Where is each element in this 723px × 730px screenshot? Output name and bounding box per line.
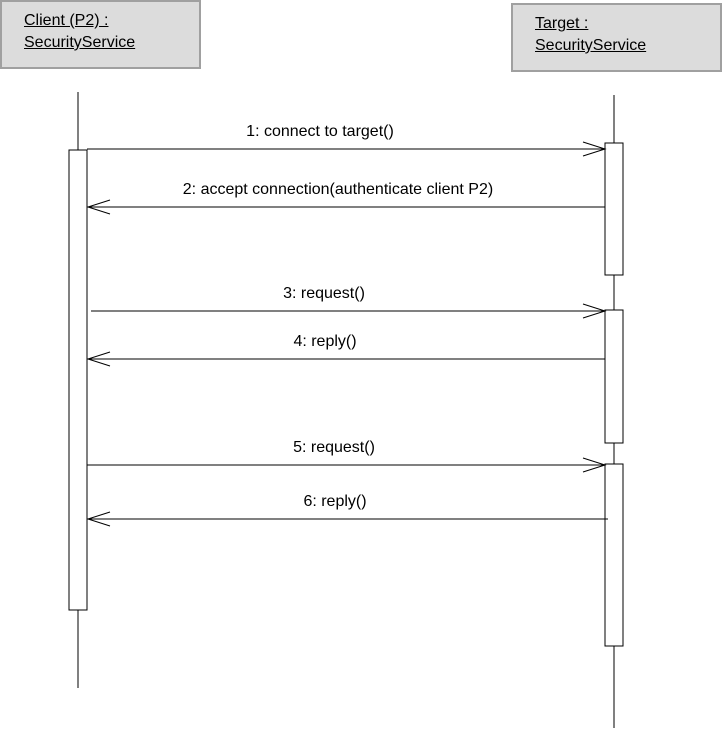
message-4-label: 4: reply() <box>293 333 356 350</box>
message-5-arrowhead <box>582 457 607 473</box>
message-6-arrowhead <box>86 511 111 527</box>
target-object-type: SecurityService <box>535 37 647 54</box>
message-1-label: 1: connect to target() <box>246 123 394 140</box>
target-activation-bar-2 <box>604 309 624 444</box>
target-object-box: Target : SecurityService <box>511 3 722 72</box>
client-object-box: Client (P2) : SecurityService <box>0 0 201 69</box>
client-activation-bar <box>68 149 88 611</box>
target-activation-bar-3 <box>604 463 624 647</box>
target-activation-bar-1 <box>604 142 624 276</box>
message-4-arrowhead <box>86 351 111 367</box>
message-3-arrowhead <box>582 303 607 319</box>
target-object-name: Target : <box>535 15 589 32</box>
client-object-type: SecurityService <box>24 34 136 51</box>
message-6-label: 6: reply() <box>303 493 366 510</box>
message-2-label: 2: accept connection(authenticate client… <box>183 181 493 198</box>
client-object-name: Client (P2) : <box>24 12 109 29</box>
message-2-arrowhead <box>86 199 111 215</box>
message-3-label: 3: request() <box>283 285 365 302</box>
message-1-arrowhead <box>582 141 607 157</box>
message-5-label: 5: request() <box>293 439 375 456</box>
